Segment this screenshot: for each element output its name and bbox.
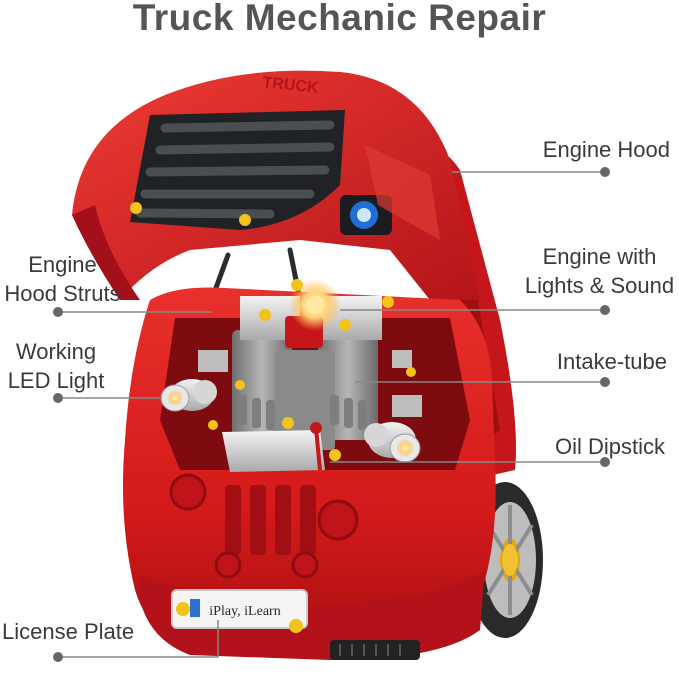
label-hood-struts-line2: Hood Struts [4,281,121,306]
callout-line-license-plate [58,620,219,658]
label-engine-lights-line2: Lights & Sound [524,273,675,298]
callout-lines [58,171,605,658]
label-oil-dipstick: Oil Dipstick [510,432,665,461]
hood-grille [130,110,345,230]
right-led-lights [364,422,421,463]
left-led-lights [160,379,217,412]
label-engine-hood: Engine Hood [500,135,670,164]
license-plate-text: iPlay, iLearn [209,604,280,619]
label-led-line1: Working [15,339,97,364]
label-engine-hood-text: Engine Hood [542,137,670,162]
callout-dots [53,167,610,662]
engine-block [198,279,422,472]
label-engine-hood-struts: Engine Hood Struts [0,250,125,308]
label-license-plate: License Plate [2,617,162,646]
label-engine-lights-line1: Engine with [542,244,657,269]
label-intake-tube-text: Intake-tube [556,349,667,374]
engine-hood: TRUCK [72,70,480,300]
label-oil-dipstick-text: Oil Dipstick [554,434,665,459]
hood-emblem-text: TRUCK [262,74,320,97]
label-engine-lights-sound: Engine with Lights & Sound [520,242,679,300]
label-intake-tube: Intake-tube [520,347,667,376]
label-license-plate-text: License Plate [2,619,135,644]
label-working-led-light: Working LED Light [0,337,112,395]
license-plate: iPlay, iLearn [171,589,308,633]
page-title: Truck Mechanic Repair [132,0,547,38]
label-led-line2: LED Light [7,368,105,393]
label-hood-struts-line1: Engine [28,252,97,277]
